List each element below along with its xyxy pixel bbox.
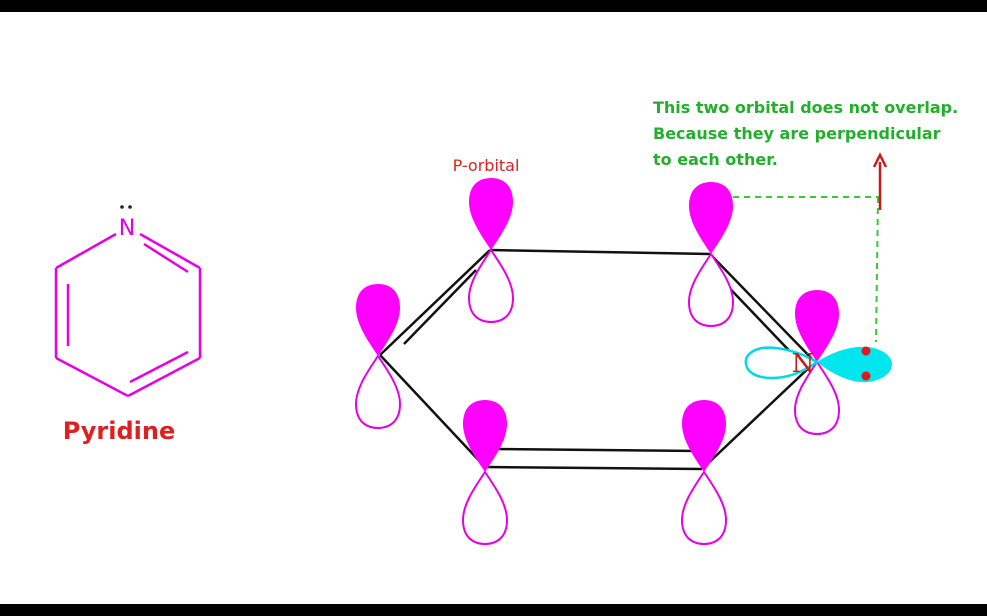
diagram-canvas: N Pyridine N P-orbital This t xyxy=(0,12,987,604)
p-orbital-bottom-left xyxy=(462,399,508,545)
pyridine-nitrogen-label: N xyxy=(119,216,135,241)
note-line-1: This two orbital does not overlap. xyxy=(653,98,958,117)
p-orbital-left xyxy=(355,283,401,429)
nitrogen-sp2-orbital xyxy=(744,346,892,383)
lone-pair-electron xyxy=(861,371,871,381)
pyridine-structure xyxy=(54,232,202,398)
lone-pair-electron xyxy=(861,346,871,356)
pyridine-name-label: Pyridine xyxy=(63,417,176,445)
note-line-2: Because they are perpendicular xyxy=(653,124,941,143)
p-orbital-bottom-right xyxy=(681,399,727,545)
nitrogen-atom-label: N xyxy=(792,349,815,379)
note-line-3: to each other. xyxy=(653,150,778,169)
lone-pair-dots xyxy=(120,205,132,209)
pyridine-orbital-diagram: N Pyridine N P-orbital This t xyxy=(54,98,958,545)
ring-bonds xyxy=(379,248,816,471)
up-arrow xyxy=(872,152,888,210)
dashed-guides xyxy=(733,196,880,343)
p-orbital-label: P-orbital xyxy=(453,156,520,175)
